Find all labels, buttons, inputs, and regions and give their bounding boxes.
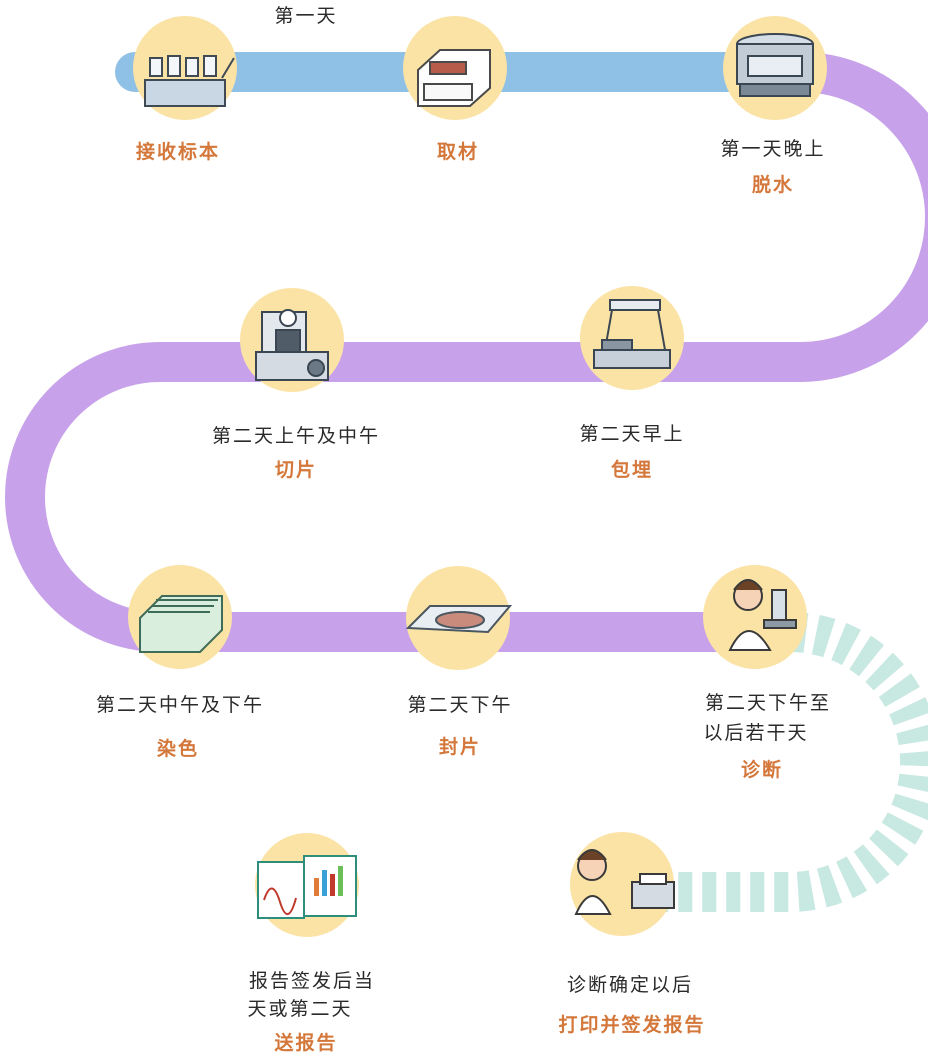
step-node [255,833,359,937]
step-label-grossing: 取材 [436,141,480,163]
step-node [240,288,344,392]
step-node [128,565,232,669]
step-node [703,565,807,669]
time-label-day2-forenoon: 第二天上午及中午 [211,425,381,447]
time-label-after-diagnosis: 诊断确定以后 [566,974,694,996]
time-label-report-line2: 天或第二天 [247,998,353,1020]
doctor-printer-icon [574,849,675,915]
step-node [580,286,684,390]
step-node [133,16,237,120]
tissue-box-icon [417,49,491,107]
embedding-station-icon [593,299,671,369]
time-label-report-line1: 报告签发后当 [248,970,376,992]
step-label-dehydration: 脱水 [751,174,795,196]
track-row2 [5,342,820,652]
step-node [403,16,507,120]
time-label-day2-noon-afternoon: 第二天中午及下午 [95,694,265,716]
dehydrator-machine-icon [736,33,814,97]
microtome-icon [255,309,329,381]
specimen-rack-icon [144,55,235,107]
step-label-coverslipping: 封片 [438,736,482,758]
step-label-deliver-report: 送报告 [274,1032,338,1054]
step-node [405,566,513,670]
report-folder-icon [257,855,357,919]
day-one-label: 第一天 [274,5,338,27]
track-dashed-curve [660,612,928,912]
glass-slide-icon [405,605,513,634]
step-label-staining: 染色 [156,738,200,760]
pathologist-microscope-icon [728,579,797,651]
time-label-diagnosis-line2: 以后若干天 [703,722,809,744]
time-label-day1-evening: 第一天晚上 [720,138,826,160]
step-label-receive-specimen: 接收标本 [135,141,221,163]
step-node [723,16,827,120]
step-label-diagnosis: 诊断 [740,759,784,781]
staining-box-icon [139,595,223,653]
time-label-diagnosis-line1: 第二天下午至 [704,692,832,714]
node-circle [703,565,807,669]
step-node [570,832,675,936]
step-label-print-sign-report: 打印并签发报告 [558,1014,706,1036]
time-label-day2-morning: 第二天早上 [579,423,685,445]
step-label-sectioning: 切片 [274,459,318,481]
time-label-day2-afternoon: 第二天下午 [407,694,513,716]
track-curve-right [760,52,928,382]
step-label-embedding: 包埋 [610,459,654,481]
